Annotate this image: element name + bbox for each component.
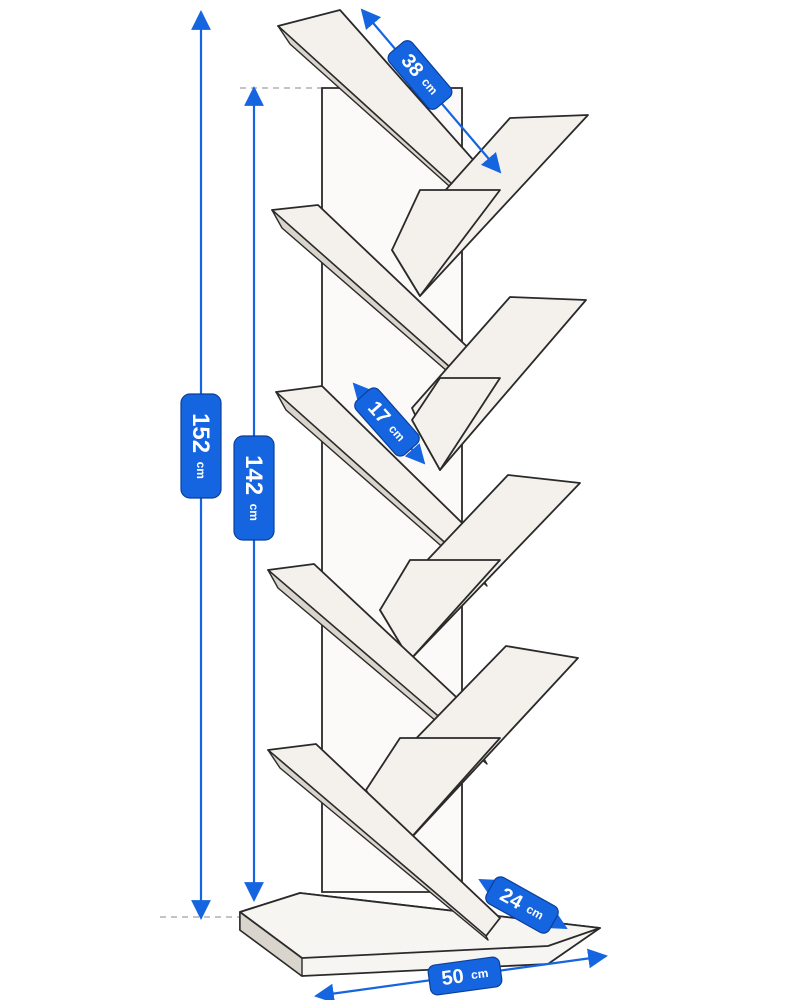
base-width-value: 50 bbox=[440, 965, 465, 990]
inner-height-unit: cm bbox=[247, 504, 261, 521]
shelf-board-edge bbox=[275, 391, 488, 587]
svg-text:50 cm: 50 cm bbox=[440, 962, 490, 990]
shelf-board-join bbox=[391, 189, 501, 297]
base-depth-badge: 24 cm bbox=[485, 876, 559, 934]
shelf-board-edge bbox=[267, 569, 488, 765]
inner-height-badge: 142 cm bbox=[233, 435, 275, 541]
base-width-badge: 50 cm bbox=[427, 956, 503, 996]
shelf-length-badge: 38 cm bbox=[387, 40, 453, 110]
shelf-depth-badge: 17 cm bbox=[354, 387, 420, 457]
base-width-unit: cm bbox=[470, 966, 489, 982]
svg-text:142 cm: 142 cm bbox=[241, 455, 268, 521]
total-height-unit: cm bbox=[194, 462, 208, 479]
total-height-badge: 152 cm bbox=[180, 393, 222, 499]
total-height-value: 152 bbox=[188, 413, 215, 453]
svg-text:152 cm: 152 cm bbox=[188, 413, 215, 479]
shelf-board-edge bbox=[267, 749, 489, 941]
inner-height-value: 142 bbox=[241, 455, 268, 495]
